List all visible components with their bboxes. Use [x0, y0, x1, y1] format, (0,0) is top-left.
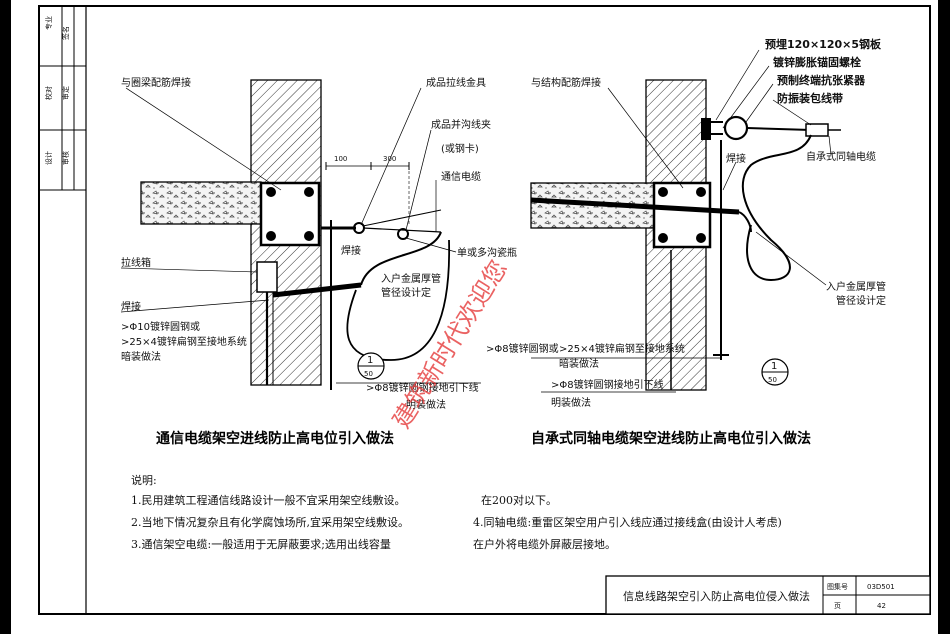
- label-right-exposed: 明装做法: [551, 396, 591, 409]
- side-col3-b: 审核: [61, 151, 70, 165]
- label-right-entry-2: 管径设计定: [836, 294, 886, 307]
- side-col1-a: 专业: [44, 16, 53, 30]
- label-exposed: 明装做法: [406, 398, 446, 411]
- note-3-cont: 在200对以下。: [481, 493, 557, 507]
- right-caption: 自承式同轴电缆架空进线防止高电位引入做法: [531, 430, 811, 447]
- note-4-cont: 在户外将电缆外屏蔽层接地。: [473, 537, 616, 551]
- side-col3-a: 设计: [44, 151, 53, 165]
- note-4: 4.同轴电缆:重雷区架空用户引入线应通过接线盒(由设计人考虑): [473, 515, 782, 529]
- label-rebar-8: >Φ8镀锌圆钢接地引下线: [366, 381, 479, 394]
- side-col1-b: 签名: [61, 26, 70, 40]
- label-anti-slip: 防振装包线带: [777, 91, 843, 105]
- label-right-rebar-8b: >Φ8镀锌圆钢接地引下线: [551, 378, 664, 391]
- label-concealed: 暗装做法: [121, 350, 161, 363]
- label-terminal: 预制终端抗张紧器: [777, 73, 866, 87]
- label-weld-steel: 与结构配筋焊接: [531, 76, 601, 89]
- label-entry-pipe-1: 入户金属厚管: [381, 272, 441, 285]
- label-hook-clamp: 成品并沟线夹: [431, 118, 491, 131]
- label-rebar-10: >Φ10镀锌圆钢或: [121, 320, 200, 333]
- drawing-sheet: 专业 签名 校对 审定 设计 审核 100: [11, 0, 938, 634]
- label-insulator: 单或多沟瓷瓶: [457, 246, 517, 259]
- label-right-weld: 焊接: [726, 152, 746, 165]
- label-right-entry-1: 入户金属厚管: [826, 280, 886, 293]
- dim-100: 100: [334, 155, 347, 163]
- drawing-border: [85, 5, 931, 615]
- label-right-flat-steel: >25×4镀锌扁钢至接地系统: [559, 342, 685, 355]
- side-col2-b: 审定: [61, 86, 70, 100]
- left-detail-callout: 1 50: [357, 352, 385, 380]
- atlas-value: 03D501: [867, 583, 895, 591]
- label-weld-beam: 与圈梁配筋焊接: [121, 76, 191, 89]
- right-detail-callout: 1 50: [761, 358, 789, 386]
- atlas-label: 图集号: [827, 582, 848, 591]
- right-diagram: 预埋120×120×5钢板 镀锌膨胀锚固螺栓 预制终端抗张紧器 防振装包线带 自…: [486, 37, 886, 447]
- left-detail-den: 50: [364, 370, 373, 378]
- label-hook-clamp-sub: (或钢卡): [441, 142, 479, 155]
- drawing-canvas: 专业 签名 校对 审定 设计 审核 100: [38, 5, 931, 615]
- right-detail-den: 50: [768, 376, 777, 384]
- notes-title: 说明:: [131, 473, 157, 487]
- right-detail-num: 1: [771, 361, 777, 372]
- label-weld: 焊接: [121, 300, 141, 313]
- note-3: 3.通信架空电缆:一般适用于无屏蔽要求;选用出线容量: [131, 537, 391, 551]
- left-diagram: 100 300 与圈梁配筋焊接 成品拉线金具 成品并沟线夹 (或钢卡) 通信电缆…: [120, 76, 517, 447]
- left-detail-num: 1: [367, 355, 373, 366]
- label-right-rebar-8a: >Φ8镀锌圆钢或: [486, 342, 559, 355]
- label-coax-cable: 自承式同轴电缆: [806, 150, 876, 163]
- note-1: 1.民用建筑工程通信线路设计一般不宜采用架空线敷设。: [131, 493, 406, 507]
- note-2: 2.当地下情况复杂且有化学腐蚀场所,宜采用架空线敷设。: [131, 515, 409, 529]
- embed-plate: [701, 118, 711, 140]
- label-entry-pipe-2: 管径设计定: [381, 286, 431, 299]
- page-label: 页: [834, 602, 841, 610]
- left-caption: 通信电缆架空进线防止高电位引入做法: [156, 430, 394, 447]
- notes: 说明: 1.民用建筑工程通信线路设计一般不宜采用架空线敷设。 2.当地下情况复杂…: [131, 473, 782, 551]
- page-value: 42: [877, 602, 886, 610]
- label-right-concealed: 暗装做法: [559, 357, 599, 370]
- title-block-title: 信息线路架空引入防止高电位侵入做法: [623, 589, 810, 603]
- side-col2-a: 校对: [44, 86, 53, 100]
- label-flat-steel: >25×4镀锌扁钢至接地系统: [121, 335, 247, 348]
- label-guy-box: 拉线箱: [121, 256, 151, 269]
- label-embed-plate: 预埋120×120×5钢板: [765, 37, 882, 51]
- guy-box: [256, 261, 278, 293]
- label-expansion-bolt: 镀锌膨胀锚固螺栓: [773, 55, 861, 69]
- side-panel: 专业 签名 校对 审定 设计 审核: [39, 6, 86, 191]
- label-weld-top: 焊接: [341, 244, 361, 257]
- left-slab: [140, 181, 262, 225]
- title-block: 信息线路架空引入防止高电位侵入做法 图集号 03D501 页 42: [605, 575, 931, 615]
- label-cable-fitting: 成品拉线金具: [426, 76, 486, 89]
- label-comm-cable: 通信电缆: [441, 170, 481, 183]
